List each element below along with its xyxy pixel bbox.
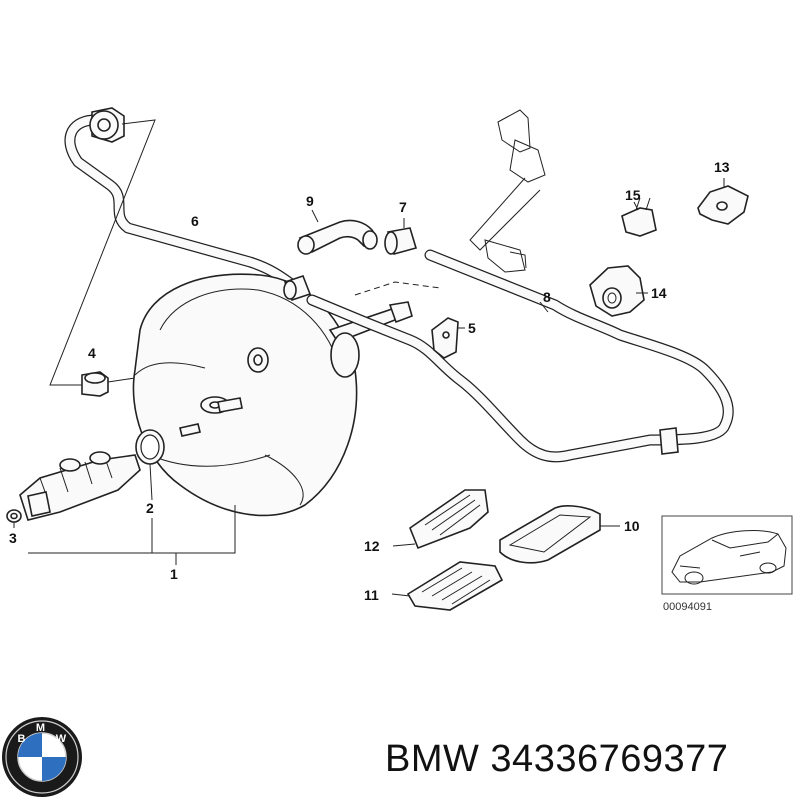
vacuum-hose-6: [64, 107, 306, 296]
dashed-lead-8: [354, 281, 441, 296]
cover-12: [409, 489, 489, 550]
label-part-8: 8: [543, 289, 551, 305]
o-ring-2: [135, 429, 165, 465]
lead-11: [391, 593, 411, 597]
clip-15: [621, 197, 657, 237]
label-part-12: 12: [364, 538, 380, 554]
bracket-1: [28, 505, 236, 565]
cover-11: [406, 561, 504, 611]
label-part-4: 4: [88, 345, 96, 361]
bleed-cap-3: [6, 509, 22, 523]
vacuum-hose-8: [306, 249, 734, 463]
grommet-4: [81, 371, 109, 397]
label-part-3: 3: [9, 530, 17, 546]
brake-booster-1: [132, 273, 413, 517]
label-part-10: 10: [624, 518, 640, 534]
label-part-1: 1: [170, 566, 178, 582]
cover-10: [499, 505, 601, 564]
brand-part-number: BMW 34336769377: [385, 738, 729, 780]
label-part-11: 11: [364, 587, 379, 603]
bracket-5: [431, 317, 459, 359]
lead-4-to-booster: [107, 377, 136, 383]
master-cylinder: [19, 451, 141, 521]
clip-13: [697, 185, 749, 225]
label-part-9: 9: [306, 193, 314, 209]
lead-8: [539, 301, 549, 313]
label-part-13: 13: [714, 159, 730, 175]
hose-clamp-lower: [283, 275, 312, 301]
label-part-14: 14: [651, 285, 667, 301]
clip-14: [589, 265, 645, 317]
bmw-logo: B M W: [2, 717, 82, 797]
label-part-6: 6: [191, 213, 199, 229]
check-valve-9: [297, 219, 378, 255]
lead-15: [633, 201, 639, 211]
svg-text:B M W: B M W: [17, 722, 66, 745]
vehicle-thumbnail: [661, 515, 793, 595]
lead-9: [311, 209, 319, 223]
label-part-15: 15: [625, 187, 641, 203]
label-part-7: 7: [399, 199, 407, 215]
pedal-bracket: [469, 109, 546, 273]
lead-12: [392, 543, 416, 547]
dashed-lead-4: [49, 119, 156, 386]
thumbnail-code: 00094091: [663, 601, 712, 613]
label-part-5: 5: [468, 320, 476, 336]
hose-clamp-7: [384, 227, 418, 255]
lead-2: [149, 463, 153, 501]
label-part-2: 2: [146, 500, 154, 516]
